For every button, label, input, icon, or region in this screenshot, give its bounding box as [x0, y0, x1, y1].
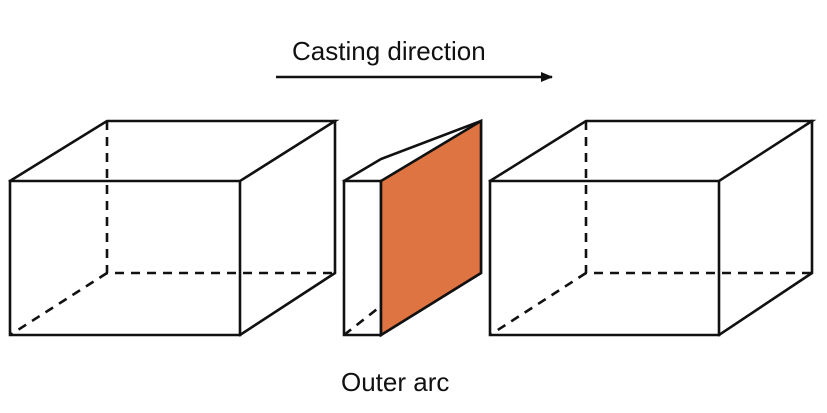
outer-arc-label: Outer arc [341, 367, 450, 397]
right-block [488, 119, 817, 337]
middle-slice [342, 118, 483, 338]
left-block [8, 119, 340, 337]
outer-arc-face [379, 118, 483, 338]
casting-direction-label: Casting direction [292, 36, 486, 66]
